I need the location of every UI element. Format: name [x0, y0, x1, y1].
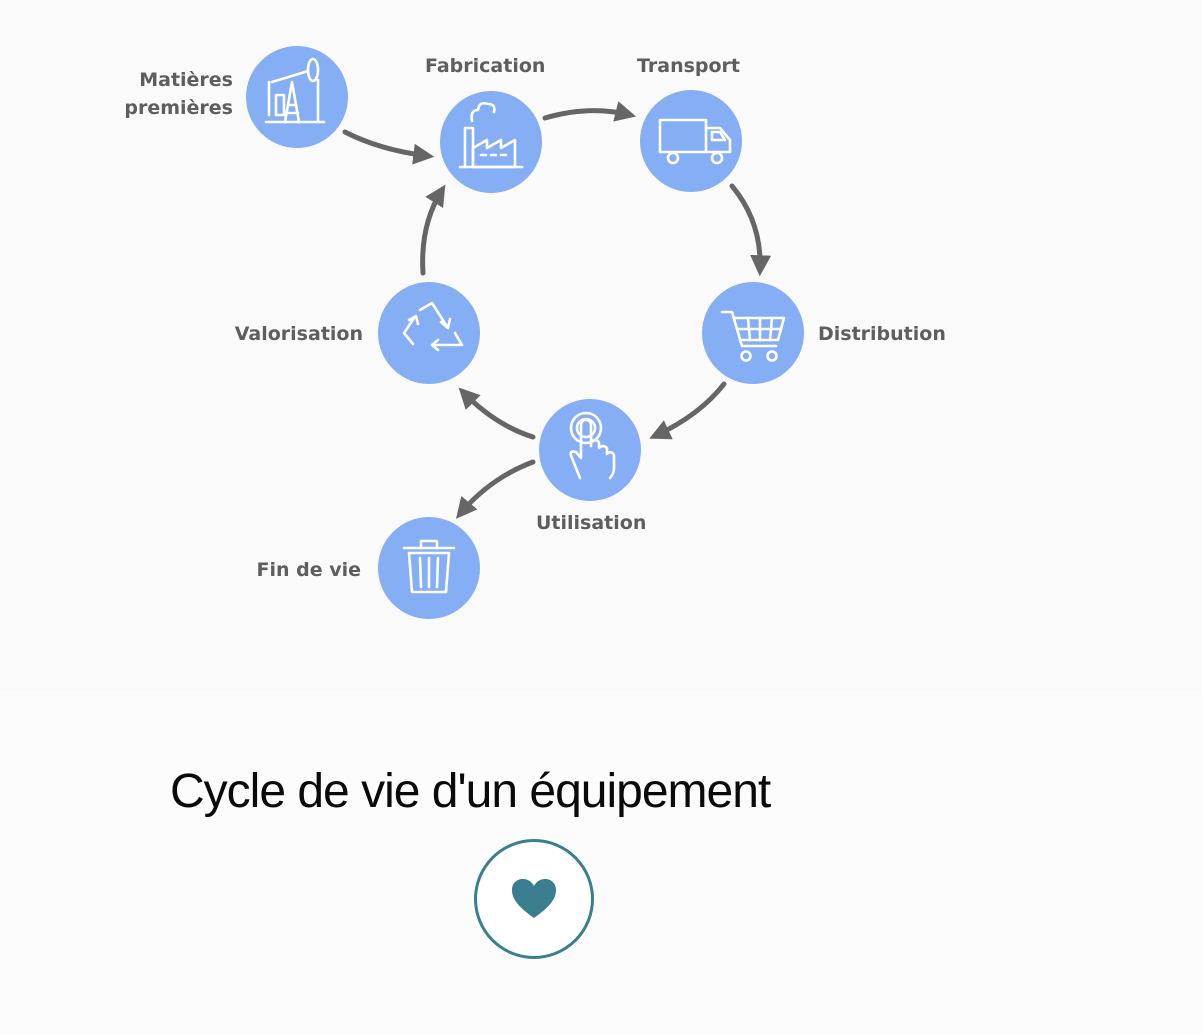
- arrow-transport-to-distribution: [729, 183, 772, 277]
- node-matieres-premieres: [246, 46, 348, 148]
- arrow-matieres-to-fabrication: [342, 129, 435, 165]
- node-transport: [640, 90, 742, 192]
- label-matieres-premieres: Matières premières: [100, 66, 233, 122]
- shopping-cart-icon: [720, 310, 786, 362]
- label-valorisation: Valorisation: [234, 323, 363, 345]
- label-fabrication: Fabrication: [425, 55, 546, 77]
- lifecycle-diagram: Matières premières Fabrication Transport…: [100, 46, 946, 619]
- label-matieres-line-2: premières: [124, 97, 233, 119]
- node-utilisation: [539, 399, 641, 501]
- recycle-icon: [402, 301, 464, 352]
- heart-icon: [512, 879, 556, 918]
- label-distribution: Distribution: [818, 323, 946, 345]
- label-matieres-line-1: Matières: [139, 69, 233, 91]
- truck-icon: [658, 118, 732, 165]
- oil-pump-icon: [264, 57, 326, 124]
- arrow-utilisation-to-valorisation: [458, 387, 536, 440]
- label-transport: Transport: [637, 55, 741, 77]
- label-fin-de-vie: Fin de vie: [256, 559, 361, 581]
- lifecycle-diagram-graphic: [246, 46, 804, 619]
- factory-icon: [458, 101, 524, 169]
- page-title: Cycle de vie d'un équipement: [170, 765, 771, 819]
- touch-hand-icon: [569, 411, 616, 480]
- node-valorisation: [378, 282, 480, 384]
- like-button[interactable]: [474, 839, 594, 959]
- arrow-valorisation-to-fabrication: [420, 184, 446, 276]
- label-utilisation: Utilisation: [536, 512, 647, 534]
- node-fabrication: [440, 91, 542, 193]
- arrow-utilisation-to-fin-de-vie: [455, 459, 536, 519]
- trash-icon: [402, 539, 456, 594]
- arrow-distribution-to-utilisation: [649, 381, 727, 440]
- node-distribution: [702, 282, 804, 384]
- arrow-fabrication-to-transport: [542, 101, 637, 122]
